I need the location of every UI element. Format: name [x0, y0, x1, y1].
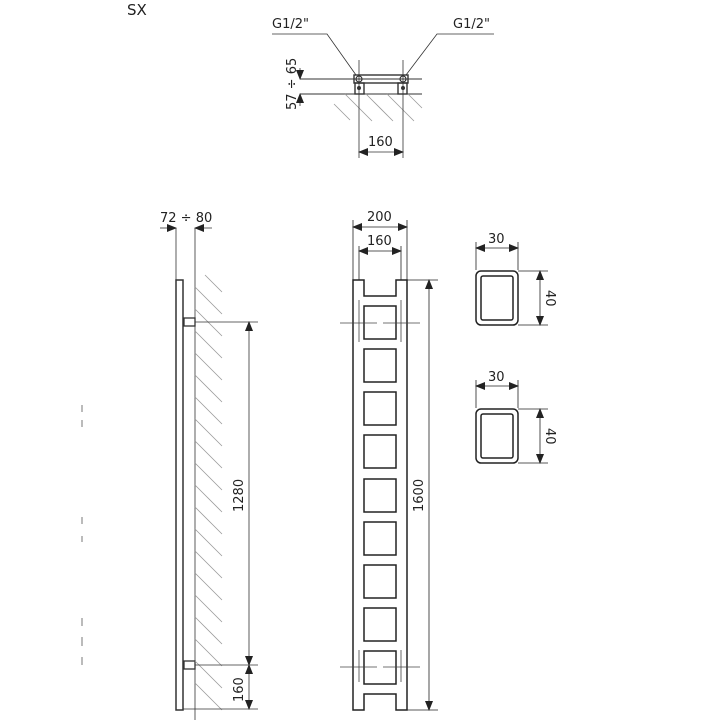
front-view: [340, 220, 438, 711]
bracket-spacing-label: 1280: [232, 479, 247, 512]
profile-section-1: [475, 242, 548, 326]
depth-label: 72 ÷ 80: [160, 211, 212, 226]
top-view: [272, 33, 494, 158]
profile-section-2: [475, 380, 548, 464]
bottom-offset-label: 160: [232, 677, 247, 702]
profile-2-height-label: 40: [542, 428, 557, 445]
profile-1-height-label: 40: [542, 290, 557, 307]
outer-width-label: 200: [367, 210, 392, 225]
inner-width-label: 160: [367, 234, 392, 249]
connection-spacing-label: 160: [368, 135, 393, 150]
drawing-title: SX: [127, 1, 147, 19]
side-view: [160, 224, 258, 720]
profile-1-width-label: 30: [488, 232, 505, 247]
wall-hatch: [194, 274, 223, 711]
connection-left-label: G1/2": [272, 17, 309, 32]
height-label: 1600: [412, 479, 427, 512]
profile-2-width-label: 30: [488, 370, 505, 385]
connection-right-label: G1/2": [453, 17, 490, 32]
wall-distance-label: 57 ÷ 65: [285, 58, 300, 110]
